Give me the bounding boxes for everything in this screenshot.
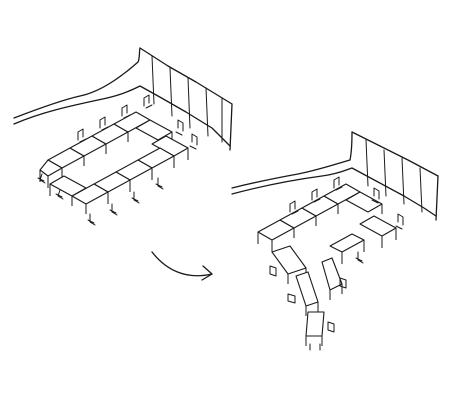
- window-pane: [151, 55, 155, 105]
- chair-group: [269, 176, 404, 351]
- room-wall-left: [13, 47, 141, 119]
- window-pane: [205, 87, 209, 137]
- chair: [355, 251, 364, 264]
- window-pane: [169, 67, 173, 117]
- chair: [309, 343, 321, 351]
- desk: [359, 215, 397, 248]
- room-wall-right: [435, 175, 439, 221]
- room-wall-left: [231, 131, 353, 189]
- desk: [329, 233, 365, 264]
- chair: [55, 189, 64, 200]
- chair: [189, 133, 198, 150]
- chair: [131, 191, 140, 204]
- chair: [289, 200, 299, 215]
- desk-scattered: [295, 271, 319, 316]
- after-room: [231, 131, 439, 221]
- room-wall-back: [139, 47, 233, 105]
- window-pane: [365, 139, 369, 187]
- desk: [71, 183, 109, 214]
- window-pane: [383, 149, 387, 197]
- chair: [87, 213, 96, 226]
- chair: [371, 187, 380, 204]
- room-wall-right: [229, 103, 233, 151]
- after-desk-cluster: [257, 176, 404, 351]
- before-room: [13, 47, 233, 151]
- desk-scattered: [305, 311, 325, 346]
- window-pane: [419, 167, 423, 213]
- chair: [175, 119, 184, 136]
- desk-scattered: [321, 257, 343, 300]
- desk: [49, 175, 87, 197]
- chair: [37, 173, 46, 184]
- desk: [39, 159, 63, 188]
- chair: [155, 177, 164, 190]
- chair: [287, 293, 296, 304]
- room-floor-line: [231, 167, 437, 217]
- room-wall-back: [351, 131, 439, 177]
- curved-arrow-icon: [151, 251, 213, 281]
- chair: [109, 203, 118, 216]
- chair: [143, 94, 153, 109]
- chair: [121, 104, 131, 119]
- chair: [395, 213, 404, 230]
- chair: [327, 321, 335, 333]
- window-pane: [401, 157, 405, 205]
- chair: [269, 265, 277, 277]
- desk: [345, 191, 383, 214]
- chair-group: [37, 94, 198, 226]
- chair: [333, 176, 343, 191]
- room-floor-line: [13, 85, 231, 147]
- chair: [77, 128, 87, 143]
- before-desk-cluster: [37, 94, 198, 226]
- chair: [311, 188, 321, 203]
- window-pane: [187, 77, 191, 129]
- chair: [339, 277, 347, 289]
- chair: [99, 116, 109, 131]
